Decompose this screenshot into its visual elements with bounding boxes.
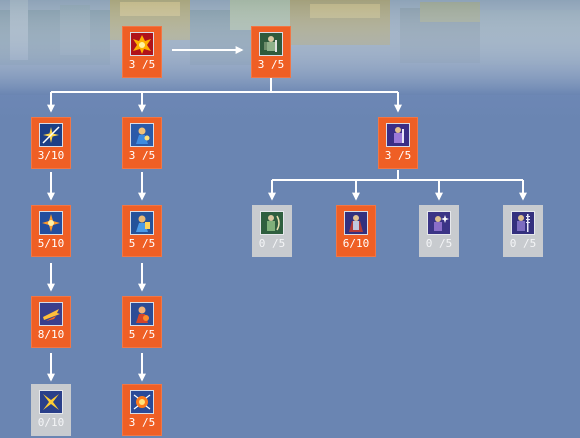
skill-node-root[interactable]: 3 /5 [122,26,162,78]
skill-node-a3[interactable]: 8/10 [31,296,71,348]
purple-knight-icon [386,123,410,147]
skill-level: 8/10 [37,328,65,341]
lance-knight-icon [511,211,535,235]
skill-node-c1[interactable]: 3 /5 [378,117,418,169]
skill-node-b2[interactable]: 5 /5 [122,205,162,257]
skill-node-b4[interactable]: 3 /5 [122,384,162,436]
skill-level: 0/10 [37,416,65,429]
skill-node-a2[interactable]: 5/10 [31,205,71,257]
skill-level: 3 /5 [384,149,412,162]
skill-node-a1[interactable]: 3/10 [31,117,71,169]
skill-level: 3 /5 [128,149,156,162]
skill-node-d1[interactable]: 0 /5 [252,205,292,257]
skill-node-d2[interactable]: 6/10 [336,205,376,257]
skill-level: 6/10 [342,237,370,250]
skill-level: 5 /5 [128,237,156,250]
blue-mage-guard-icon [130,211,154,235]
skill-level: 5 /5 [128,328,156,341]
skill-node-second[interactable]: 3 /5 [251,26,291,78]
skill-level: 0 /5 [425,237,453,250]
skill-node-b3[interactable]: 5 /5 [122,296,162,348]
skill-level: 3 /5 [257,58,285,71]
fire-orb-icon [130,390,154,414]
skill-node-a4[interactable]: 0/10 [31,384,71,436]
caped-knight-icon [344,211,368,235]
fire-blade-icon [39,302,63,326]
skill-level: 0 /5 [509,237,537,250]
skill-level: 3/10 [37,149,65,162]
skill-node-b1[interactable]: 3 /5 [122,117,162,169]
sparkle-rogue-icon [427,211,451,235]
skill-level: 0 /5 [258,237,286,250]
green-archer-icon [260,211,284,235]
golden-x-strike-icon [39,390,63,414]
flame-mage-icon [130,302,154,326]
skill-level: 3 /5 [128,58,156,71]
cross-burst-icon [39,211,63,235]
armored-warrior-icon [259,32,283,56]
skill-node-d3[interactable]: 0 /5 [419,205,459,257]
skill-level: 3 /5 [128,416,156,429]
blue-mage-icon [130,123,154,147]
flame-burst-icon [130,32,154,56]
skill-node-d4[interactable]: 0 /5 [503,205,543,257]
skill-level: 5/10 [37,237,65,250]
slash-star-icon [39,123,63,147]
